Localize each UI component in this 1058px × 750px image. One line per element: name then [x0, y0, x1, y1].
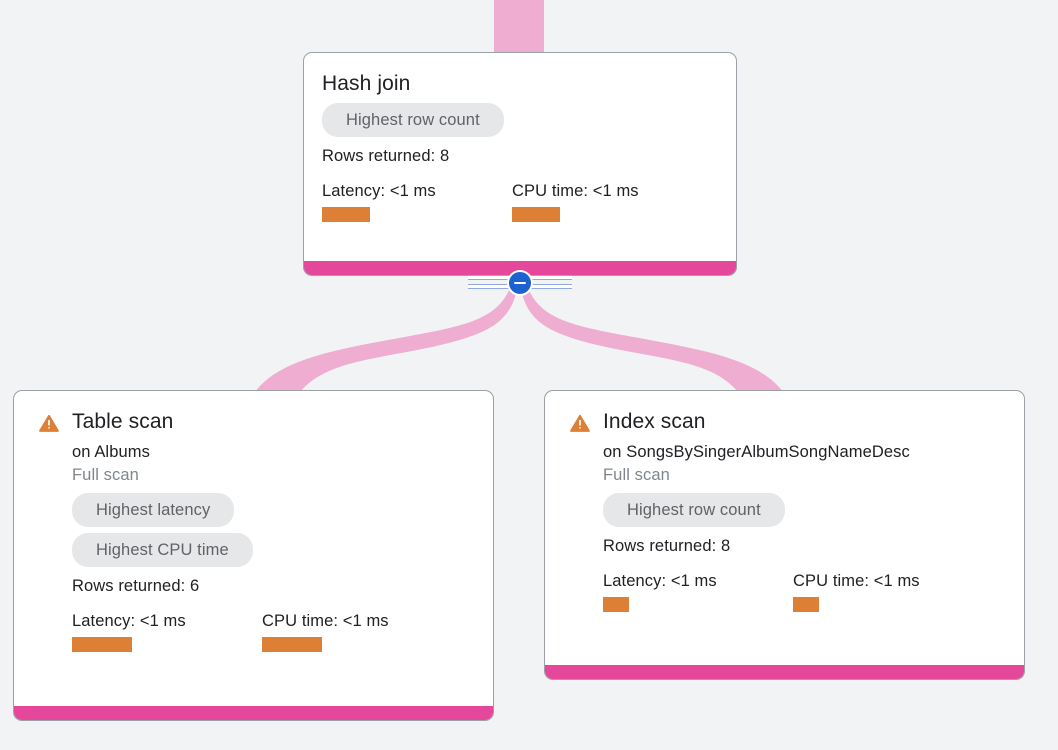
badge-highest-row-count[interactable]: Highest row count [603, 493, 785, 527]
rows-returned-value: Rows returned: 6 [72, 577, 200, 595]
metrics-row: Latency: <1 ms CPU time: <1 ms [72, 611, 475, 652]
metrics-row: Latency: <1 ms CPU time: <1 ms [603, 571, 1006, 612]
node-subtitle: on SongsBySingerAlbumSongNameDesc [603, 443, 910, 461]
metric-cpu-time-bar [512, 207, 560, 222]
metric-cpu-time-bar [262, 637, 322, 652]
node-header: Table scan [38, 409, 475, 435]
metric-latency-label: Latency: <1 ms [72, 612, 186, 630]
metric-latency: Latency: <1 ms [72, 611, 262, 652]
card-accent-bar [304, 261, 736, 275]
minus-icon [514, 281, 526, 285]
warning-triangle-icon [570, 414, 590, 432]
node-details: on Albums Full scan Highest latency High… [72, 441, 475, 652]
metric-latency-label: Latency: <1 ms [603, 572, 717, 590]
metric-cpu-time-bar [793, 597, 819, 612]
node-header: Hash join [322, 71, 718, 97]
node-details: on SongsBySingerAlbumSongNameDesc Full s… [603, 441, 1006, 612]
metric-latency-bar [322, 207, 370, 222]
node-title: Hash join [322, 72, 411, 95]
rows-returned-value: Rows returned: 8 [322, 147, 450, 165]
node-scan-type: Full scan [603, 466, 670, 484]
metric-latency-bar [72, 637, 132, 652]
rows-returned-value: Rows returned: 8 [603, 537, 731, 555]
node-scan-type: Full scan [72, 466, 139, 484]
edge-hash-join-to-index-scan [520, 283, 783, 392]
metric-latency: Latency: <1 ms [603, 571, 793, 612]
collapse-children-toggle[interactable] [507, 270, 533, 296]
edge-parent-to-hash-join [494, 0, 544, 54]
metric-latency-label: Latency: <1 ms [322, 182, 436, 200]
metric-cpu-time: CPU time: <1 ms [262, 611, 389, 652]
card-accent-bar [14, 706, 493, 720]
node-details: Highest row count Rows returned: 8 Laten… [322, 103, 718, 222]
metric-cpu-time: CPU time: <1 ms [793, 571, 920, 612]
metric-cpu-time-label: CPU time: <1 ms [262, 612, 389, 630]
node-title: Table scan [72, 410, 174, 433]
node-card-table-scan[interactable]: Table scan on Albums Full scan Highest l… [13, 390, 494, 721]
metric-cpu-time-label: CPU time: <1 ms [793, 572, 920, 590]
node-header: Index scan [569, 409, 1006, 435]
badge-highest-cpu-time[interactable]: Highest CPU time [72, 533, 253, 567]
card-body: Hash join Highest row count Rows returne… [304, 53, 736, 275]
node-card-index-scan[interactable]: Index scan on SongsBySingerAlbumSongName… [544, 390, 1025, 680]
metric-latency: Latency: <1 ms [322, 181, 512, 222]
metric-cpu-time: CPU time: <1 ms [512, 181, 639, 222]
edge-hash-join-to-table-scan [255, 283, 518, 392]
metric-cpu-time-label: CPU time: <1 ms [512, 182, 639, 200]
badge-highest-row-count[interactable]: Highest row count [322, 103, 504, 137]
warning-triangle-icon [39, 414, 59, 432]
node-card-hash-join[interactable]: Hash join Highest row count Rows returne… [303, 52, 737, 276]
card-accent-bar [545, 665, 1024, 679]
node-title: Index scan [603, 410, 706, 433]
node-subtitle: on Albums [72, 443, 150, 461]
collapse-hub [468, 270, 572, 296]
metrics-row: Latency: <1 ms CPU time: <1 ms [322, 181, 718, 222]
badge-highest-latency[interactable]: Highest latency [72, 493, 235, 527]
card-body: Index scan on SongsBySingerAlbumSongName… [545, 391, 1024, 679]
card-body: Table scan on Albums Full scan Highest l… [14, 391, 493, 720]
metric-latency-bar [603, 597, 629, 612]
